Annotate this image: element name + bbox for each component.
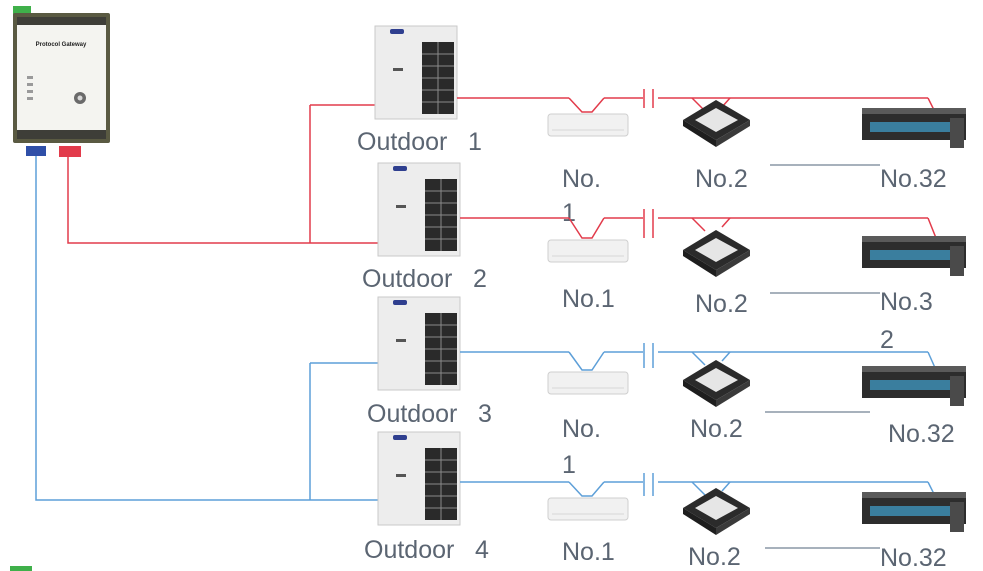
outdoor-label-1: Outdoor (357, 128, 447, 156)
system-row-2: Outdoor 2 No.1 No.2 (362, 162, 966, 354)
unit2-label-2: No.2 (695, 290, 748, 318)
outdoor-label-2: Outdoor (362, 265, 452, 293)
cassette-unit-2 (683, 230, 750, 277)
outdoor-number-2: 2 (473, 265, 487, 293)
branch-line-3 (460, 343, 937, 371)
cassette-unit-3 (683, 360, 750, 407)
wall-unit-2 (547, 239, 629, 263)
outdoor-number-4: 4 (475, 536, 489, 564)
system-row-1: Outdoor 1 No. 1 No.2 (357, 25, 966, 227)
gateway-title: Protocol Gateway (36, 42, 87, 48)
unit2-label-4: No.2 (688, 543, 741, 571)
unit1-label-2: No.1 (562, 285, 615, 313)
duct-unit-4 (862, 492, 966, 532)
cassette-unit-1 (683, 100, 750, 147)
unit2-label-3: No.2 (690, 415, 743, 443)
blue-bus (35, 156, 378, 501)
outdoor-unit-3 (377, 296, 461, 391)
outdoor-unit-1 (374, 25, 458, 120)
wall-unit-4 (547, 497, 629, 521)
branch-line-4 (460, 473, 937, 499)
unit2-label-1: No.2 (695, 165, 748, 193)
outdoor-label-3: Outdoor (367, 400, 457, 428)
protocol-gateway: Protocol Gateway (13, 6, 110, 157)
wall-unit-3 (547, 371, 629, 395)
cassette-unit-4 (683, 488, 750, 535)
gateway-port-red (59, 146, 81, 157)
unit1-label-3b: 1 (562, 451, 576, 479)
gateway-top-strip (17, 17, 106, 25)
outdoor-label-4: Outdoor (364, 536, 454, 564)
duct-unit-3 (862, 366, 966, 406)
outdoor-number-1: 1 (468, 128, 482, 156)
outdoor-unit-4 (377, 431, 461, 526)
unit1-label-1: No. (562, 165, 601, 193)
unit1-label-1b: 1 (562, 199, 576, 227)
gateway-bottom-strip (17, 130, 106, 139)
unit3-label-2: No.3 (880, 288, 933, 316)
gateway-terminal-green (13, 6, 31, 15)
unit3-label-2b: 2 (880, 326, 894, 354)
outdoor-number-3: 3 (478, 400, 492, 428)
duct-unit-1 (862, 108, 966, 148)
unit3-label-1: No.32 (880, 165, 947, 193)
gateway-status-leds (27, 76, 33, 100)
red-bus (67, 104, 378, 244)
unit3-label-3: No.32 (888, 420, 955, 448)
corner-green-marker (10, 566, 32, 571)
unit1-label-3: No. (562, 415, 601, 443)
outdoor-unit-2 (377, 162, 461, 257)
unit3-label-4: No.32 (880, 544, 947, 571)
gateway-port-blue (26, 146, 46, 156)
system-row-4: Outdoor 4 No.1 No.2 (364, 431, 966, 571)
wall-unit-1 (547, 113, 629, 137)
branch-line-2 (460, 209, 937, 239)
duct-unit-2 (862, 236, 966, 276)
unit1-label-4: No.1 (562, 538, 615, 566)
system-row-3: Outdoor 3 No. 1 No.2 (367, 296, 966, 479)
